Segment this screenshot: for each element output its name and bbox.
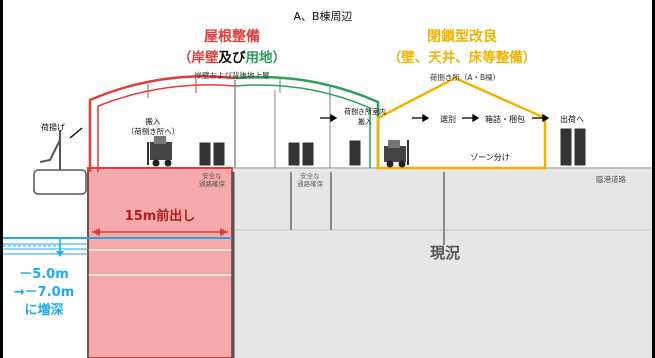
- container-stack-icon: [287, 141, 315, 167]
- depth-arrow-icon: [56, 251, 64, 257]
- depth-from-label: －5.0m: [19, 267, 69, 282]
- closed-subtitle: （壁、天井、床等整備）: [388, 49, 537, 66]
- cargo-handling-label: 荷揚げ: [41, 122, 65, 132]
- roof-red-inner: [97, 84, 236, 172]
- arrow-line: [69, 127, 83, 139]
- arrow-left-icon: [92, 228, 100, 236]
- roof-green-inner: [234, 84, 371, 168]
- extension-label: 15m前出し: [125, 208, 196, 224]
- roof-title: 屋根整備: [204, 28, 260, 45]
- roof-subtitle: （岸壁及び用地）: [178, 49, 286, 66]
- sorting-label: 選別: [440, 114, 456, 124]
- carry-in-sub-label: （荷捌き所へ）: [127, 126, 180, 136]
- arrow-icon: [472, 113, 480, 123]
- container-stack-icon: [198, 141, 226, 167]
- packing-label: 箱詰・梱包: [485, 114, 525, 124]
- current-label: 現況: [430, 244, 460, 262]
- port-road-label: 臨港道路: [596, 174, 626, 184]
- indoor-carry-in-label: 荷捌き所室内: [344, 107, 386, 116]
- forklift-icon: [147, 136, 172, 167]
- arrow-icon: [422, 113, 430, 123]
- roof-red-outer: [88, 75, 236, 172]
- diagram-title: A、B棟周辺: [293, 9, 352, 23]
- zoning-label: ゾーン分け: [470, 153, 510, 162]
- roof-note: 岸壁および背後地上屋: [195, 70, 270, 80]
- indoor-carry-in-label-2: 搬入: [358, 117, 372, 126]
- land-area: [232, 168, 652, 358]
- carry-in-label: 搬入: [146, 116, 161, 126]
- closed-building-outline: [376, 76, 547, 170]
- arrow-icon: [330, 113, 338, 123]
- arrow-right-icon: [220, 228, 228, 236]
- passage-left-label: 安全な: [202, 171, 222, 180]
- boat-icon: [33, 169, 87, 195]
- depth-to-label: →－7.0m: [14, 285, 74, 300]
- passage-right-label: 安全な: [300, 171, 320, 180]
- extended-quay: [87, 167, 233, 358]
- crane-arm: [39, 139, 61, 163]
- shipping-label: 出荷へ: [560, 114, 584, 124]
- closed-note: 荷捌き所（A・B棟）: [430, 72, 500, 82]
- arrow-icon: [542, 113, 550, 123]
- forklift-icon: [384, 140, 409, 168]
- depth-note-label: に増深: [24, 302, 63, 318]
- container-stack-icon: [559, 127, 587, 167]
- passage-left-label-2: 通路確保: [199, 179, 226, 188]
- roof-green-outer: [234, 75, 380, 168]
- container-stack-icon: [348, 139, 362, 167]
- closed-title: 閉鎖型改良: [427, 28, 497, 45]
- passage-right-label-2: 通路確保: [297, 179, 324, 188]
